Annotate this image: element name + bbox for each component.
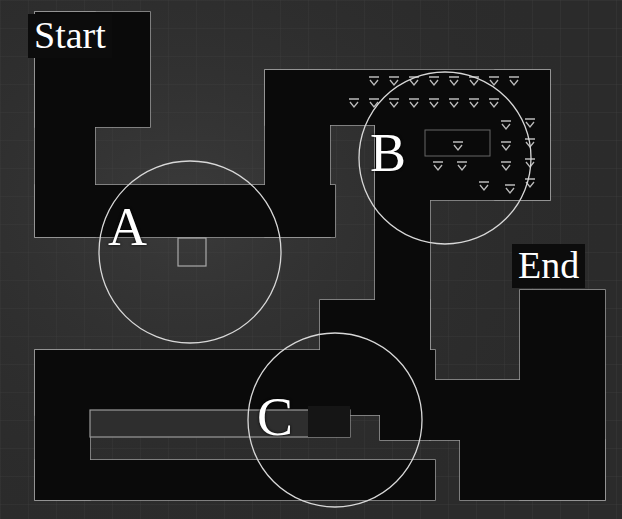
enemy-icon bbox=[409, 99, 419, 107]
enemy-icon bbox=[449, 77, 459, 85]
corridor bbox=[380, 350, 430, 440]
corridor bbox=[35, 350, 435, 415]
switch-tile bbox=[178, 238, 206, 266]
zone-circle: C bbox=[247, 332, 423, 508]
enemy-icon bbox=[369, 77, 379, 85]
zone-circle: B bbox=[358, 71, 532, 245]
corridor bbox=[35, 350, 435, 415]
enemy-icon bbox=[489, 99, 499, 107]
zone-circle: A bbox=[98, 160, 282, 344]
enemy-icon bbox=[505, 185, 515, 193]
corridor bbox=[35, 460, 435, 500]
enemy-icon bbox=[429, 77, 439, 85]
zone-letter: A bbox=[108, 200, 147, 254]
corridor bbox=[460, 440, 605, 500]
enemy-icon bbox=[469, 99, 479, 107]
enemy-icon bbox=[489, 77, 499, 85]
corridor bbox=[430, 380, 520, 440]
enemy-icon bbox=[501, 121, 511, 129]
zone-letter: C bbox=[257, 390, 293, 444]
enemy-icon bbox=[525, 119, 535, 127]
corridor bbox=[460, 440, 605, 500]
enemy-icon bbox=[479, 182, 489, 190]
enemy-icon bbox=[429, 99, 439, 107]
enemy-icon bbox=[369, 99, 379, 107]
corridor bbox=[430, 380, 520, 440]
corridor bbox=[35, 460, 435, 500]
enemy-icon bbox=[349, 99, 359, 107]
enemy-icon bbox=[501, 162, 511, 170]
enemy-icon bbox=[433, 162, 443, 170]
zone-letter: B bbox=[370, 126, 406, 180]
enemy-icon bbox=[389, 99, 399, 107]
corridor bbox=[380, 350, 430, 440]
enemy-icon bbox=[389, 77, 399, 85]
enemy-icon bbox=[449, 99, 459, 107]
enemy-icon bbox=[509, 77, 519, 85]
map-label: Start bbox=[28, 14, 112, 58]
enemy-icon bbox=[501, 142, 511, 150]
enemy-icon bbox=[453, 142, 463, 150]
map-label: End bbox=[512, 244, 585, 288]
enemy-icon bbox=[457, 162, 467, 170]
